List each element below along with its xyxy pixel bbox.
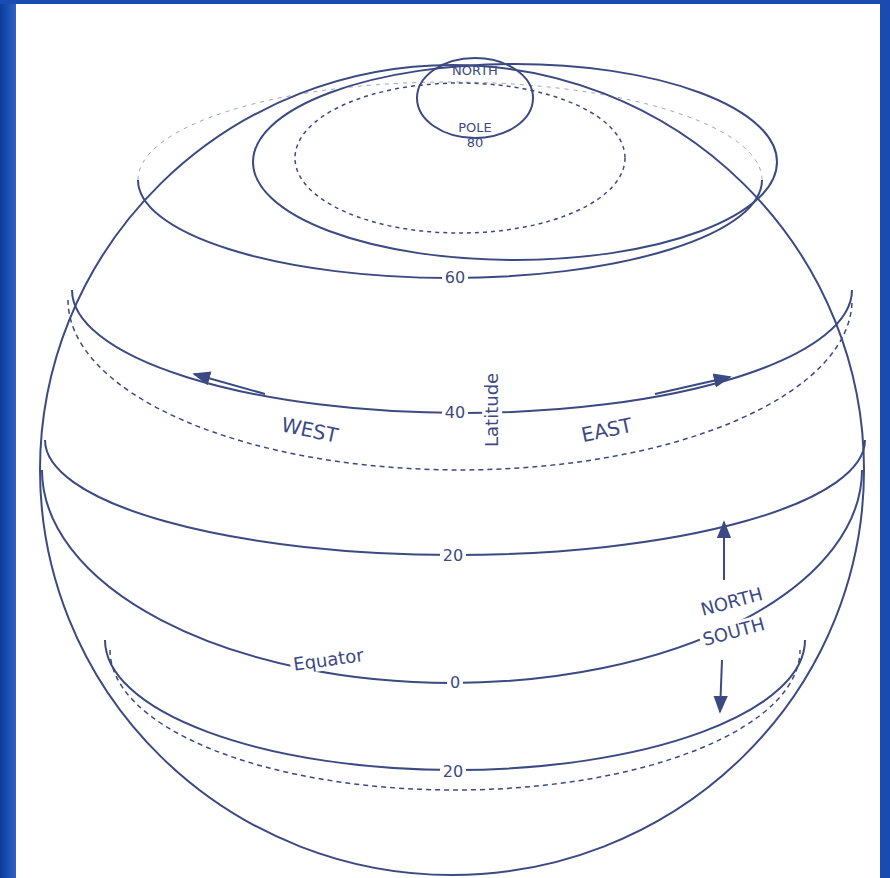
globe-label: SOUTH — [698, 613, 770, 650]
globe-label: 20 — [440, 763, 466, 781]
globe-label: 60 — [442, 269, 468, 287]
latitude-line — [105, 640, 805, 770]
latitude-line — [110, 650, 800, 790]
slide-frame — [0, 0, 16, 878]
pole-ellipse — [417, 58, 533, 138]
globe-label: Equator — [289, 645, 368, 675]
latitude-line — [68, 300, 852, 470]
globe-label: 40 — [442, 404, 468, 422]
latitude-line — [72, 290, 852, 413]
direction-arrow — [720, 660, 722, 712]
latitude-ring — [295, 83, 625, 233]
direction-arrow — [194, 374, 265, 394]
globe-label: EAST — [577, 413, 638, 446]
globe-label: WEST — [277, 413, 344, 448]
latitude-line — [138, 82, 762, 180]
direction-arrow — [655, 377, 730, 394]
globe-label: 0 — [447, 674, 463, 692]
pole-label: POLE — [458, 121, 492, 135]
pole-label: 80 — [467, 136, 484, 150]
latitude-line — [138, 180, 762, 278]
globe-label: Latitude — [482, 370, 502, 450]
slide-frame — [880, 0, 890, 878]
pole-label: NORTH — [452, 64, 498, 78]
pole-circle: NORTH POLE80 — [416, 56, 534, 152]
direction-arrow — [723, 522, 725, 580]
latitude-line — [45, 440, 865, 555]
latitude-line — [42, 470, 862, 683]
globe-outline — [40, 65, 864, 875]
slide-frame — [0, 0, 890, 4]
globe-label: 20 — [440, 547, 466, 565]
latitude-ring — [253, 64, 777, 260]
